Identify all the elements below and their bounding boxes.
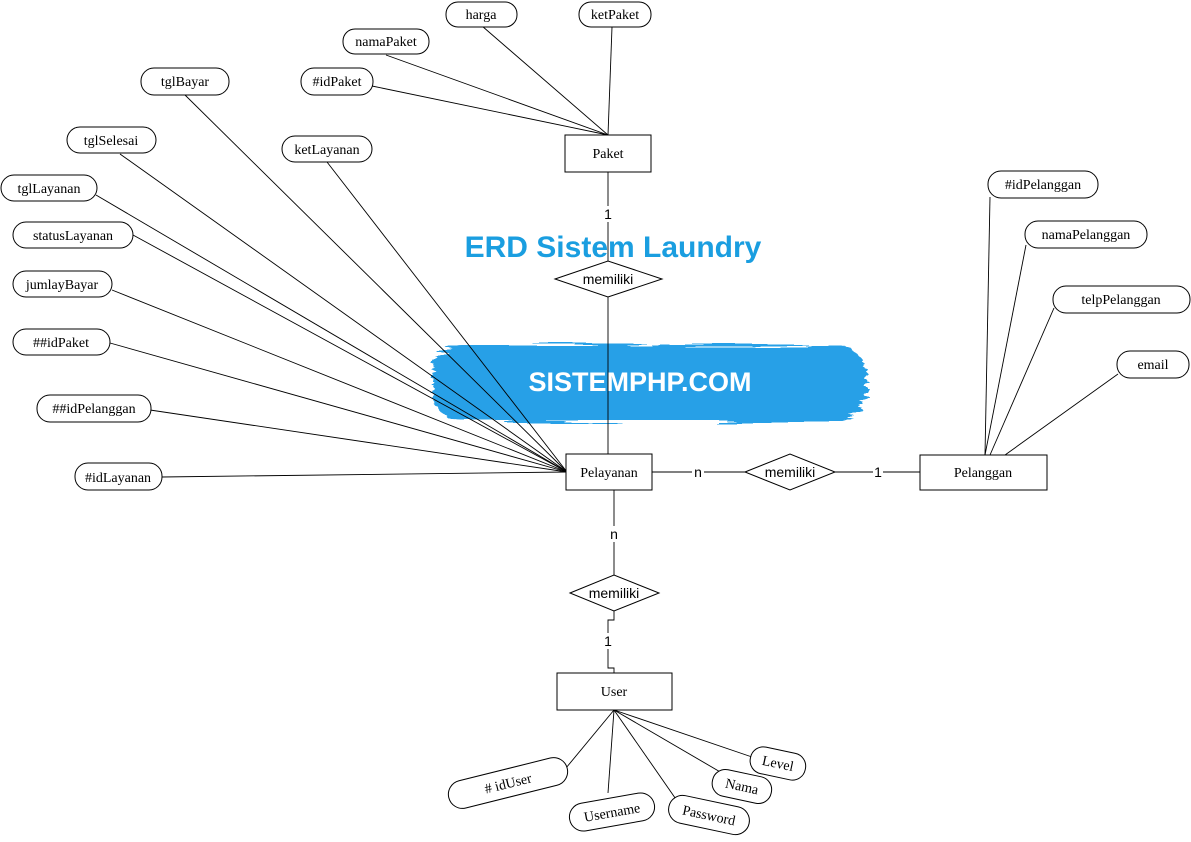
connector-ketpaket [607,26,613,136]
cardinality-pelayanan-n: n [694,464,702,480]
attribute-label: ##idPelanggan [52,402,135,417]
connector-idpaket [371,85,609,136]
attribute-label: #idPaket [313,75,362,90]
attribute-label: tglBayar [161,75,210,90]
attribute-ketpaket: ketPaket [578,1,652,28]
connector-idpaket-fk [109,342,568,473]
entity-label: Paket [592,147,623,162]
connectors [95,25,1119,806]
attribute-username: Username [568,792,656,832]
watermark: SISTEMPHP.COM [432,345,866,421]
attribute-label: telpPelanggan [1081,293,1160,308]
attribute-idpelanggan: #idPelanggan [987,170,1099,199]
attribute-label: namaPelanggan [1042,228,1131,243]
relationship-label: memiliki [589,585,640,601]
cardinality-user: 1 [604,633,612,649]
attribute-label: ##idPaket [33,336,89,351]
attribute-nama: Nama [711,768,773,805]
attribute-iduser: # idUser [447,757,569,809]
connector-idpelanggan [984,196,991,456]
attribute-tglselesai: tglSelesai [66,126,157,154]
attribute-jumlaybayar: jumlayBayar [12,270,113,298]
entity-pelayanan: Pelayanan [565,453,653,491]
connector-harga [481,25,609,136]
attribute-idlayanan: #idLayanan [74,462,163,491]
attribute-label: #idLayanan [85,471,151,486]
connector-namapelanggan [984,244,1027,456]
diagram-title: ERD Sistem Laundry [465,231,762,264]
connector-ketlayanan [326,161,568,473]
attribute-label: harga [466,8,498,23]
watermark-brush [432,345,866,421]
attribute-label: tglSelesai [84,134,139,149]
attribute-label: statusLayanan [33,229,113,244]
attribute-level: Level [749,746,807,781]
attribute-label: email [1137,358,1168,373]
connector-username [607,709,615,794]
attribute-email: email [1116,350,1190,379]
attribute-namapaket: namaPaket [342,28,430,55]
attribute-password: Password [668,794,750,836]
attribute-label: ketLayanan [294,143,359,158]
connector-tgllayanan [95,194,568,473]
attribute-label: ketPaket [591,8,639,23]
attribute-idpaket-fk: ##idPaket [12,328,111,356]
connector-idpelanggan-fk [149,409,568,473]
connector-tglselesai [119,153,568,473]
attribute-label: Level [761,754,795,775]
attribute-label: tglLayanan [18,182,81,197]
attribute-label: Nama [724,777,761,799]
connector-idlayanan [161,471,568,478]
attribute-idpaket: #idPaket [300,67,374,96]
entity-paket: Paket [564,134,652,173]
attribute-idpelanggan-fk: ##idPelanggan [36,394,152,423]
connector-statuslayanan [132,234,568,473]
attribute-label: #idPelanggan [1005,178,1081,193]
attribute-statuslayanan: statusLayanan [12,221,134,249]
attribute-label: jumlayBayar [25,278,99,293]
relationship-pelayanan-pelanggan: memiliki [743,453,837,491]
entity-label: Pelanggan [954,466,1012,481]
attribute-label: namaPaket [355,35,417,50]
entity-label: Pelayanan [580,466,638,481]
cardinality-labels: 1 n 1 n 1 [603,206,883,649]
attribute-tglbayar: tglBayar [140,67,230,96]
connector-nama [613,709,723,774]
attribute-namapelanggan: namaPelanggan [1024,220,1148,249]
connector-tglbayar [184,94,568,473]
relationship-paket-pelayanan: memiliki [553,260,664,298]
entity-label: User [601,685,628,700]
cardinality-paket: 1 [604,206,612,222]
relationship-pelayanan-user: memiliki [568,574,661,612]
relationship-label: memiliki [765,464,816,480]
relationship-label: memiliki [583,271,634,287]
entity-user: User [556,672,673,711]
entity-pelanggan: Pelanggan [919,454,1048,491]
connector-iduser [565,709,615,769]
attribute-telppelanggan: telpPelanggan [1052,285,1191,314]
attribute-tgllayanan: tglLayanan [0,174,98,202]
connector-level [613,709,753,758]
watermark-text: SISTEMPHP.COM [528,367,751,397]
connector-jumlaybayar [111,289,568,473]
attribute-ketlayanan: ketLayanan [281,135,373,163]
cardinality-pelayanan-user-n: n [610,526,618,542]
connector-password [613,709,681,806]
attribute-harga: harga [445,1,518,28]
connector-namapaket [385,54,609,136]
connector-email [1004,373,1119,456]
cardinality-pelanggan: 1 [874,464,882,480]
connector-telppelanggan [989,307,1055,456]
